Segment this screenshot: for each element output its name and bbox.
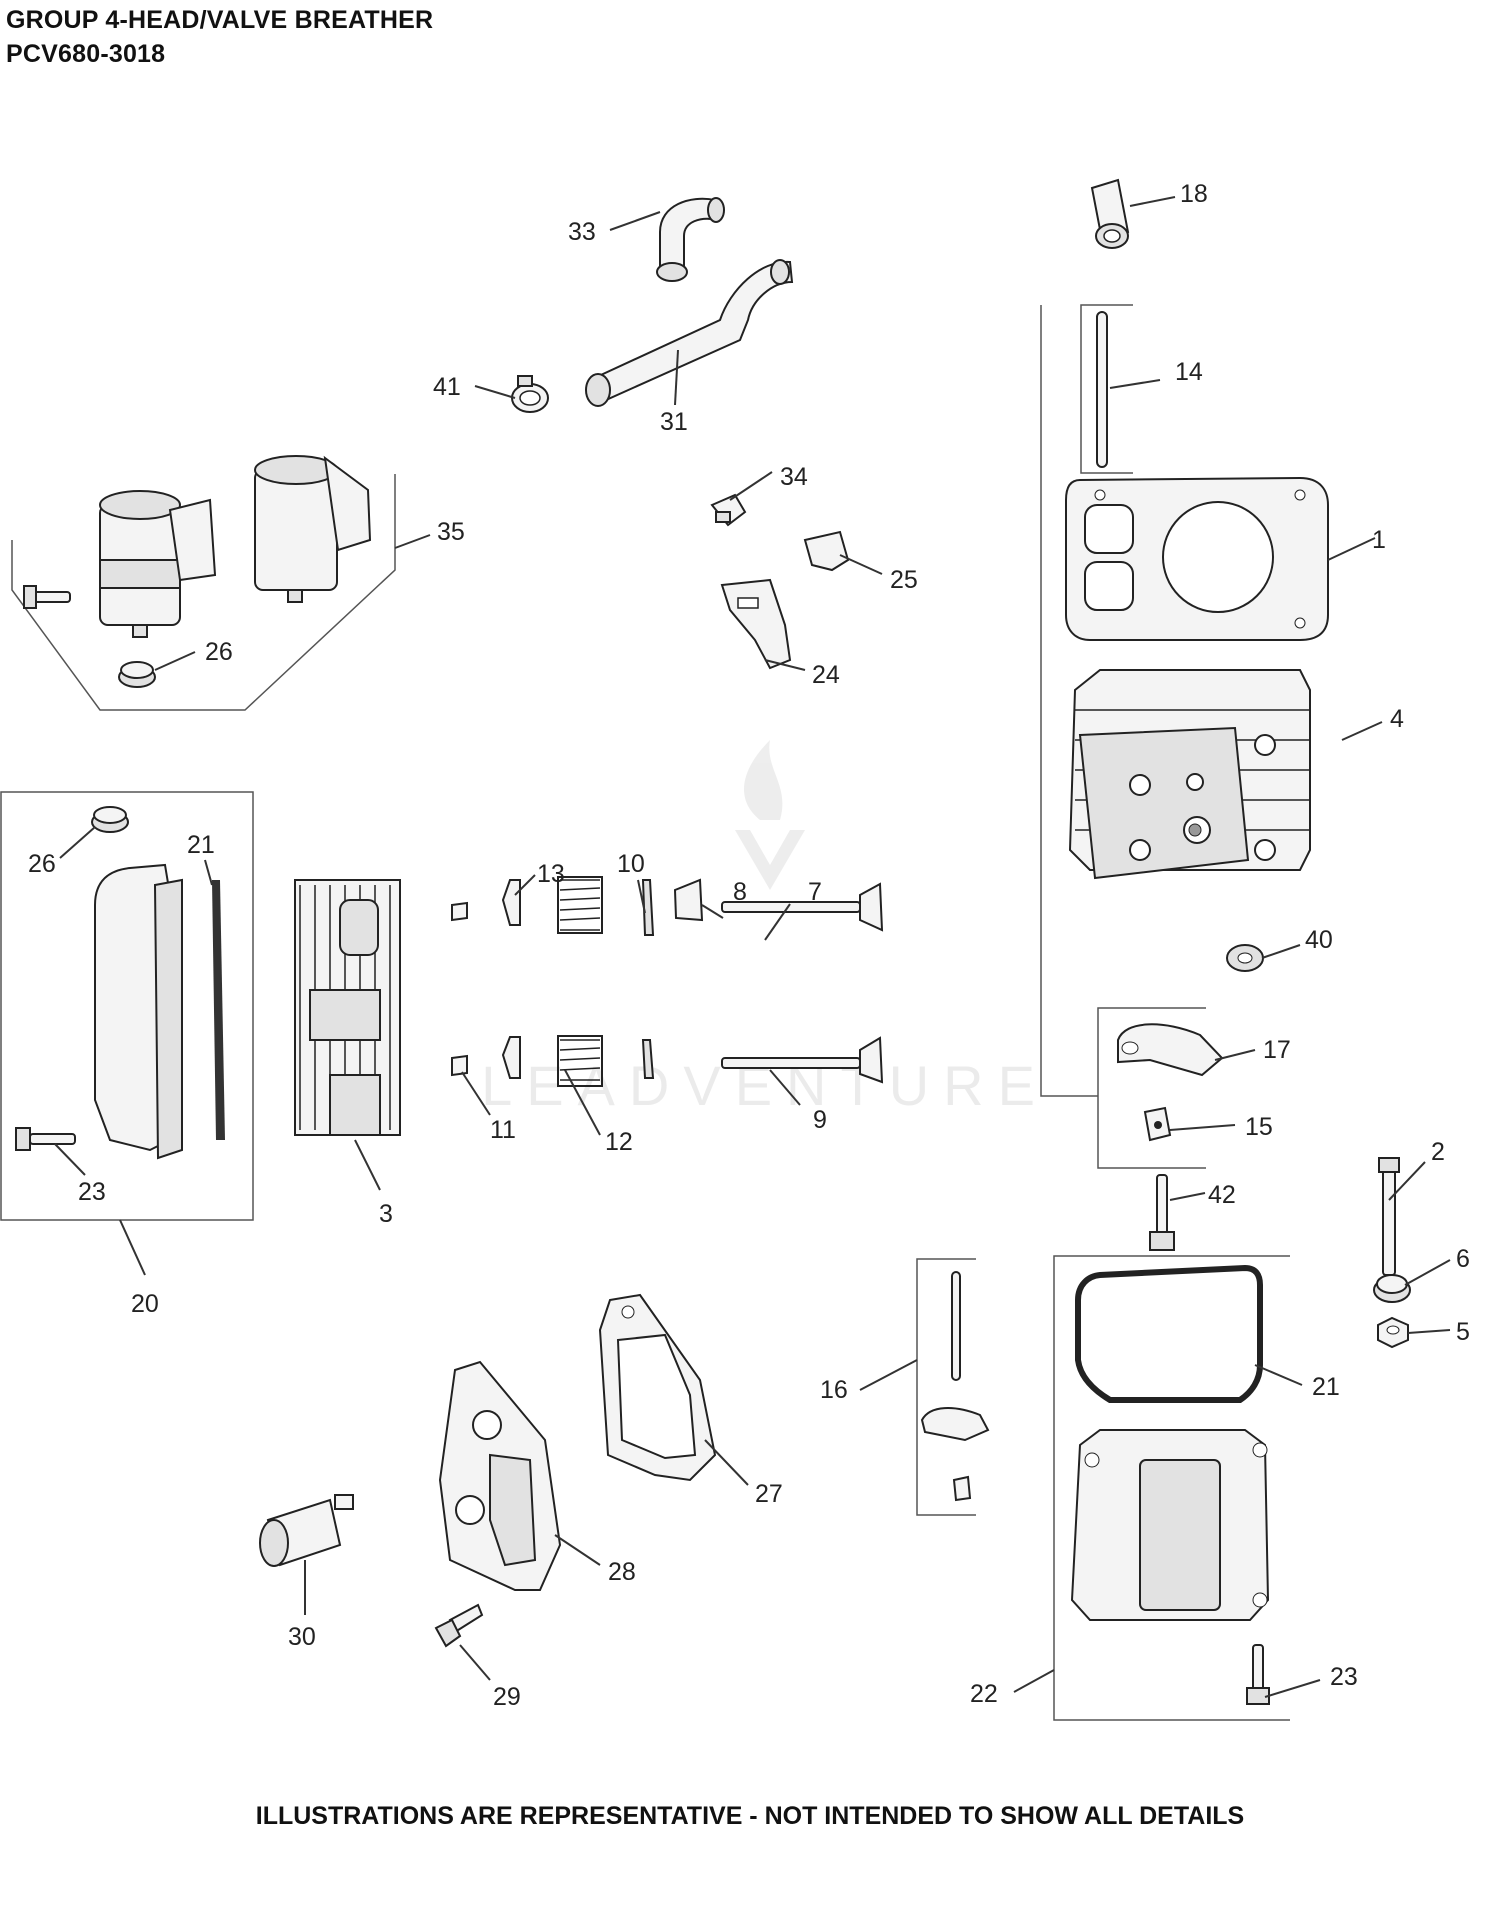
part-7-intake-valve — [721, 882, 884, 932]
part-upper-valve-spring — [557, 876, 603, 934]
callout-41: 41 — [433, 373, 461, 401]
part-42-bolt — [1149, 1174, 1175, 1251]
callout-12: 12 — [605, 1128, 633, 1156]
callout-9: 9 — [813, 1106, 827, 1134]
part-18-tube-fitting — [1090, 178, 1130, 249]
callout-labels: 33 18 14 41 31 34 35 1 25 26 24 4 26 21 … — [28, 180, 1470, 1711]
callout-21-left: 21 — [187, 831, 215, 859]
callout-28: 28 — [608, 1558, 636, 1586]
part-21-valve-cover-gasket — [1075, 1264, 1263, 1403]
callout-27: 27 — [755, 1480, 783, 1508]
part-40-washer — [1226, 944, 1264, 972]
callout-33: 33 — [568, 218, 596, 246]
callout-42: 42 — [1208, 1181, 1236, 1209]
callout-30: 30 — [288, 1623, 316, 1651]
part-35-breather-assembly — [11, 455, 396, 711]
callout-21-right: 21 — [1312, 1373, 1340, 1401]
part-29-screw — [434, 1603, 484, 1648]
callout-18: 18 — [1180, 180, 1208, 208]
page-title: GROUP 4-HEAD/VALVE BREATHER — [6, 6, 434, 34]
model-number: PCV680-3018 — [6, 40, 166, 68]
callout-22: 22 — [970, 1680, 998, 1708]
part-17-rocker-arm-group — [1040, 305, 1224, 1169]
part-2-head-bolt — [1378, 1157, 1400, 1276]
part-lower-valve-train — [451, 1035, 884, 1087]
part-4-cylinder-head — [1068, 669, 1311, 880]
part-24-bracket — [720, 578, 792, 670]
callout-26-upper: 26 — [205, 638, 233, 666]
part-9-exhaust-valve — [721, 1036, 884, 1084]
callout-26-lower: 26 — [28, 850, 56, 878]
part-3-cylinder-head-side — [294, 879, 401, 1136]
part-25-clip — [803, 530, 850, 572]
part-6-washer — [1373, 1274, 1411, 1303]
part-31-breather-tube — [585, 259, 794, 407]
callout-6: 6 — [1456, 1245, 1470, 1273]
part-20-valve-cover-assembly — [0, 791, 254, 1221]
part-27-gasket — [598, 1293, 717, 1482]
part-41-hose-clamp — [511, 375, 549, 413]
callout-24: 24 — [812, 661, 840, 689]
callout-8: 8 — [733, 878, 747, 906]
callout-2: 2 — [1431, 1138, 1445, 1166]
callout-3: 3 — [379, 1200, 393, 1228]
callout-15: 15 — [1245, 1113, 1273, 1141]
callout-40: 40 — [1305, 926, 1333, 954]
leader-lines — [54, 196, 1451, 1698]
disclaimer-footer: ILLUSTRATIONS ARE REPRESENTATIVE - NOT I… — [255, 1802, 1245, 1830]
part-14-push-rod — [1080, 304, 1133, 474]
part-12-valve-spring — [557, 1035, 603, 1087]
callout-16: 16 — [820, 1376, 848, 1404]
callout-35: 35 — [437, 518, 465, 546]
callout-10: 10 — [617, 850, 645, 878]
callout-7: 7 — [808, 878, 822, 906]
callout-4: 4 — [1390, 705, 1404, 733]
part-34-clip — [710, 493, 747, 527]
callout-13: 13 — [537, 860, 565, 888]
callout-34: 34 — [780, 463, 808, 491]
part-5-nut — [1377, 1316, 1409, 1349]
part-1-head-gasket — [1065, 476, 1329, 641]
callout-23-right: 23 — [1330, 1663, 1358, 1691]
part-upper-valve-train — [451, 876, 884, 936]
callout-31: 31 — [660, 408, 688, 436]
part-26-grommet-lower — [91, 806, 129, 833]
callout-5: 5 — [1456, 1318, 1470, 1346]
part-33-elbow-hose — [656, 197, 725, 282]
part-22-valve-cover — [1053, 1255, 1290, 1721]
callout-25: 25 — [890, 566, 918, 594]
callout-20: 20 — [131, 1290, 159, 1318]
part-28-cover-plate — [438, 1360, 562, 1591]
callout-1: 1 — [1372, 526, 1386, 554]
callout-29: 29 — [493, 1683, 521, 1711]
callout-14: 14 — [1175, 358, 1203, 386]
part-16-rocker-assembly — [916, 1258, 990, 1516]
callout-11: 11 — [490, 1116, 516, 1144]
callout-23-left: 23 — [78, 1178, 106, 1206]
part-30-sensor — [259, 1494, 354, 1567]
part-23-screw — [1246, 1644, 1270, 1705]
callout-17: 17 — [1263, 1036, 1291, 1064]
part-26-grommet — [118, 661, 156, 688]
